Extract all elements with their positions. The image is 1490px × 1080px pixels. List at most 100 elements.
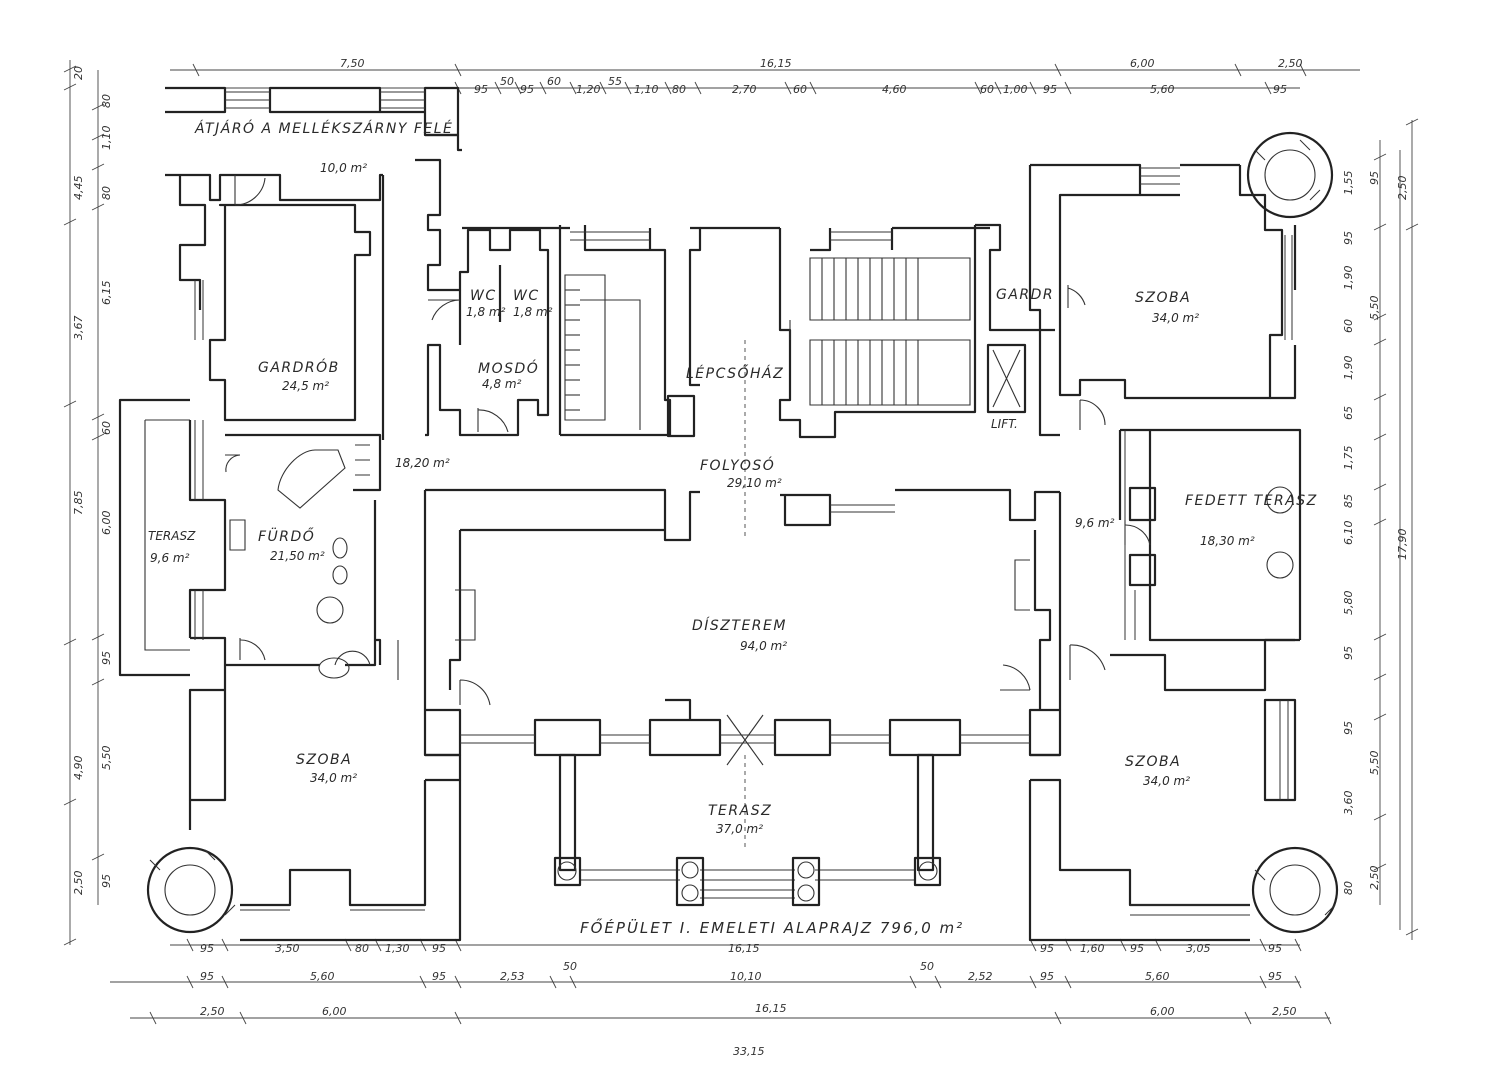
dim-bottom-row1: 95: [1040, 942, 1054, 955]
dim-bottom-row1: 95: [1268, 942, 1282, 955]
dim-right-inner: 95: [1342, 646, 1355, 660]
dim-bottom-row1: 3,05: [1186, 942, 1211, 955]
room-terasz-west-area: 9,6 m²: [150, 551, 190, 565]
dim-right-inner: 60: [1342, 319, 1355, 333]
dim-bottom-row1: 3,50: [275, 942, 300, 955]
dim-bottom-row2: 50: [563, 960, 577, 973]
dim-left-outer: 4,90: [72, 756, 85, 781]
dim-top-detail: 95: [1273, 83, 1287, 96]
room-disterem-area: 94,0 m²: [740, 639, 787, 653]
dim-bottom-row1: 1,30: [385, 942, 410, 955]
dim-right-inner: 5,80: [1342, 591, 1355, 616]
dim-top-overall: 6,00: [1130, 57, 1155, 70]
room-szoba-se: SZOBA 34,0 m²: [1125, 754, 1190, 788]
dim-bottom-row2: 5,60: [1145, 970, 1170, 983]
room-szoba-se-area: 34,0 m²: [1143, 774, 1190, 788]
dim-top-detail: 2,70: [732, 83, 757, 96]
dim-top-detail: 1,10: [634, 83, 659, 96]
room-lepcsohaz: LÉPCSŐHÁZ: [686, 364, 783, 382]
dim-right-outer: 17,90: [1396, 529, 1409, 561]
dim-left-outer: 2,50: [72, 871, 85, 896]
room-labels: ÁTJÁRÓ A MELLÉKSZÁRNY FELÉ 10,0 m² GARDR…: [148, 119, 1318, 836]
room-terasz-south-name: TERASZ: [708, 803, 772, 819]
room-terasz-west-name: TERASZ: [148, 529, 196, 543]
room-atjaro-name: ÁTJÁRÓ A MELLÉKSZÁRNY FELÉ: [194, 119, 453, 137]
room-fedett-terasz: FEDETT TERASZ 18,30 m²: [1185, 493, 1318, 548]
dim-bottom-row3: 6,00: [1150, 1005, 1175, 1018]
dim-top-detail: 1,20: [576, 83, 601, 96]
windows: [194, 91, 1293, 916]
plan-title: FŐÉPÜLET I. EMELETI ALAPRAJZ 796,0 m²: [580, 917, 964, 937]
dim-right-inner: 3,60: [1342, 791, 1355, 816]
dim-bottom-row3: 2,50: [200, 1005, 225, 1018]
room-szoba-sw: SZOBA 34,0 m²: [296, 752, 357, 785]
room-wc-2-name: WC: [513, 288, 540, 304]
dim-bottom-row2: 95: [200, 970, 214, 983]
dim-bottom-row1: 16,15: [728, 942, 760, 955]
dim-top-detail: 50: [500, 75, 514, 88]
dim-top-overall: 16,15: [760, 57, 792, 70]
dim-right-inner: 65: [1342, 406, 1355, 420]
dim-bottom-row2: 5,60: [310, 970, 335, 983]
dim-top-detail: 60: [980, 83, 994, 96]
dim-top-detail: 4,60: [882, 83, 907, 96]
room-szoba-ne-area: 34,0 m²: [1152, 311, 1199, 325]
dim-top-overall: 7,50: [340, 57, 365, 70]
room-wc-1-name: WC: [470, 288, 497, 304]
vestibule-area-label: 9,6 m²: [1075, 516, 1115, 530]
dim-bottom-row1: 1,60: [1080, 942, 1105, 955]
dim-top-detail: 1,00: [1003, 83, 1028, 96]
room-fedett-terasz-name: FEDETT TERASZ: [1185, 493, 1318, 509]
dim-right-inner: 6,10: [1342, 521, 1355, 546]
dim-bottom-row3: 6,00: [322, 1005, 347, 1018]
dim-bottom-row2: 95: [432, 970, 446, 983]
dim-bottom-row2: 2,52: [968, 970, 993, 983]
room-mosdo-area: 4,8 m²: [482, 377, 522, 391]
dim-right-mid: 5,50: [1368, 296, 1381, 321]
dim-left-inner: 80: [100, 186, 113, 200]
room-atjaro: ÁTJÁRÓ A MELLÉKSZÁRNY FELÉ 10,0 m²: [194, 119, 453, 175]
hall-area-label: 18,20 m²: [395, 456, 450, 470]
dim-top-detail: 60: [793, 83, 807, 96]
dim-bottom-row2: 95: [1268, 970, 1282, 983]
dim-total-width: 33,15: [733, 1045, 765, 1058]
room-gardrob-area: 24,5 m²: [282, 379, 329, 393]
room-folyoso-name: FOLYOSÓ: [700, 456, 775, 474]
room-furdo: FÜRDŐ 21,50 m²: [258, 527, 325, 563]
dim-left-inner: 5,50: [100, 746, 113, 771]
room-szoba-ne: SZOBA 34,0 m²: [1135, 290, 1199, 325]
room-fedett-terasz-area: 18,30 m²: [1200, 534, 1255, 548]
dim-top-detail: 95: [474, 83, 488, 96]
dim-right-inner: 80: [1342, 881, 1355, 895]
dim-bottom-row1: 95: [1130, 942, 1144, 955]
dim-right-inner: 1,90: [1342, 356, 1355, 381]
dim-left-inner: 6,15: [100, 281, 113, 306]
dim-right-mid: 95: [1368, 171, 1381, 185]
dim-left-inner: 95: [100, 874, 113, 888]
room-furdo-name: FÜRDŐ: [258, 527, 315, 545]
room-lift-name: LIFT.: [991, 417, 1018, 431]
room-terasz-west: TERASZ 9,6 m²: [148, 529, 196, 565]
dim-left-outer: 7,85: [72, 491, 85, 516]
room-szoba-sw-area: 34,0 m²: [310, 771, 357, 785]
dim-left-inner: 1,10: [100, 126, 113, 151]
dim-left-outer: 3,67: [72, 316, 85, 341]
room-wc-2-area: 1,8 m²: [513, 305, 553, 319]
dim-left-inner: 60: [100, 421, 113, 435]
room-lift: LIFT.: [991, 417, 1018, 431]
dim-bottom-row2: 2,53: [500, 970, 525, 983]
room-wc-1-area: 1,8 m²: [466, 305, 506, 319]
room-furdo-area: 21,50 m²: [270, 549, 325, 563]
room-szoba-se-name: SZOBA: [1125, 754, 1181, 770]
room-mosdo: MOSDÓ 4,8 m²: [478, 359, 538, 391]
doors: [225, 175, 1151, 766]
room-atjaro-area: 10,0 m²: [320, 161, 367, 175]
dim-top-detail: 95: [520, 83, 534, 96]
dim-left-inner: 6,00: [100, 511, 113, 536]
dim-bottom-row2: 10,10: [730, 970, 762, 983]
dim-top-detail: 60: [547, 75, 561, 88]
room-wc-2: WC 1,8 m²: [513, 288, 553, 319]
dim-right-inner: 95: [1342, 721, 1355, 735]
dim-left-outer: 20: [72, 66, 85, 80]
